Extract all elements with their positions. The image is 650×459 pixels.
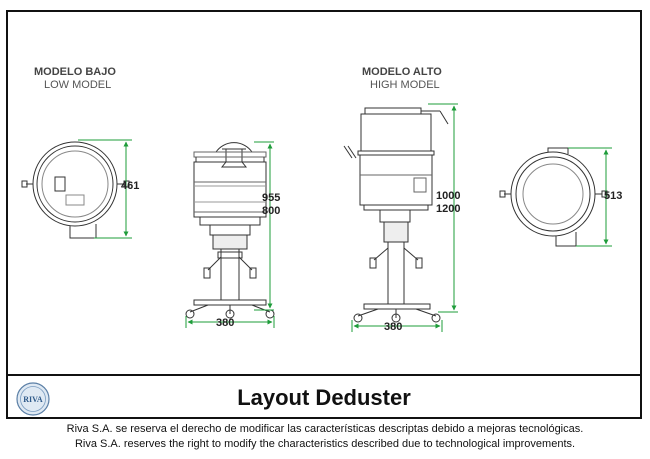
title-block: RIVA Layout Deduster bbox=[6, 374, 642, 419]
high-model-top-view bbox=[499, 147, 608, 247]
footer-disclaimer-es: Riva S.A. se reserva el derecho de modif… bbox=[66, 423, 584, 435]
low-model-side-view bbox=[185, 142, 275, 319]
low-model-title-es: MODELO BAJO bbox=[34, 66, 116, 78]
dim-low-side bbox=[185, 141, 275, 328]
technical-drawing: MODELO BAJO LOW MODEL MODELO ALTO HIGH M… bbox=[21, 66, 622, 333]
dim-low-height-2: 800 bbox=[262, 205, 280, 217]
low-model-top-view bbox=[21, 141, 130, 239]
dim-low-base-width: 380 bbox=[216, 317, 234, 329]
dim-high-height-2: 1200 bbox=[436, 203, 460, 215]
dim-low-top-width: 461 bbox=[121, 180, 139, 192]
high-model-side-view bbox=[343, 107, 449, 323]
dim-low-top bbox=[78, 139, 132, 239]
drawing-frame: MODELO BAJO LOW MODEL MODELO ALTO HIGH M… bbox=[6, 10, 642, 419]
dim-high-side bbox=[351, 103, 458, 332]
dim-high-top-width: 513 bbox=[604, 190, 622, 202]
high-model-title-es: MODELO ALTO bbox=[362, 66, 442, 78]
dim-low-height-1: 955 bbox=[262, 192, 280, 204]
dim-high-top bbox=[568, 147, 612, 247]
dim-high-height-1: 1000 bbox=[436, 190, 460, 202]
high-model-title-en: HIGH MODEL bbox=[370, 79, 440, 91]
low-model-title-en: LOW MODEL bbox=[44, 79, 111, 91]
footer-disclaimer-en: Riva S.A. reserves the right to modify t… bbox=[74, 438, 576, 450]
page-title: Layout Deduster bbox=[237, 385, 411, 410]
dim-high-base-width: 380 bbox=[384, 321, 402, 333]
svg-text:RIVA: RIVA bbox=[23, 395, 43, 404]
riva-logo: RIVA bbox=[16, 382, 50, 416]
